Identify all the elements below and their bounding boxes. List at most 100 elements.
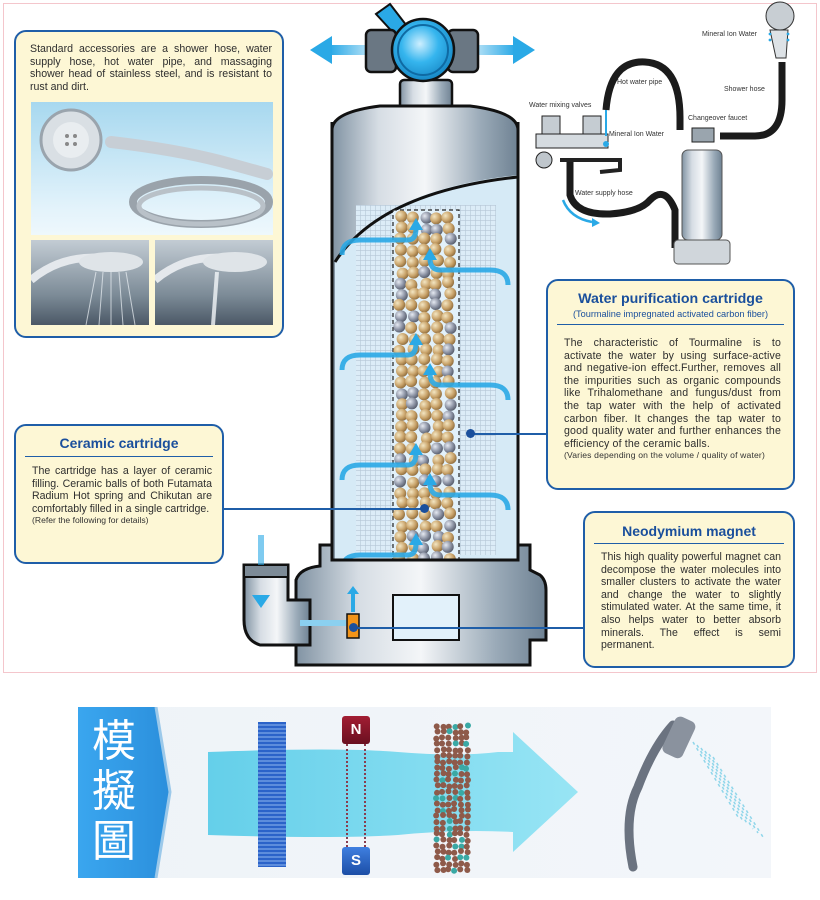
banner-ball: [434, 807, 441, 814]
spray-line: [692, 741, 739, 818]
ceramic-ball: [430, 442, 443, 455]
banner-ball: [439, 843, 446, 850]
ceramic-ball: [431, 321, 444, 334]
installation-diagram: [535, 1, 795, 265]
banner-ball: [433, 842, 440, 849]
banner-ball: [464, 813, 471, 820]
banner-ball: [452, 855, 459, 862]
banner-ball: [439, 801, 446, 808]
spray-line: [700, 747, 749, 826]
banner-ball: [457, 818, 464, 825]
simulation-banner: 模擬圖 N S: [78, 707, 771, 878]
flow-arrow-head: [423, 473, 437, 485]
ceramic-ball: [432, 332, 445, 345]
ceramic-ball: [419, 399, 432, 412]
ceramic-ball: [441, 365, 454, 378]
banner-ball: [433, 800, 440, 807]
banner-ball: [457, 723, 464, 730]
magnet-field-lines: [346, 744, 366, 847]
banner-ball: [451, 836, 458, 843]
banner-ball: [451, 849, 458, 856]
ceramic-ball: [441, 531, 454, 544]
ceramic-ball: [429, 497, 442, 510]
leader-dot-purification: [466, 429, 475, 438]
outflow-arrow-left: [310, 36, 390, 64]
banner-ball: [458, 807, 465, 814]
ceramic-ball: [394, 430, 407, 443]
banner-ball: [452, 818, 459, 825]
banner-ball: [440, 723, 447, 730]
banner-ball: [452, 764, 459, 771]
flow-arrow-head: [409, 333, 423, 345]
ceramic-ball: [444, 507, 457, 520]
banner-ball: [463, 740, 470, 747]
label-water-mixing-valves: Water mixing valves: [529, 102, 592, 109]
divider: [594, 543, 784, 544]
ceramic-ball: [444, 519, 457, 532]
banner-ball: [458, 770, 465, 777]
ceramic-ball: [406, 507, 419, 520]
ceramic-callout: Ceramic cartridge The cartridge has a la…: [14, 424, 224, 564]
banner-ball: [458, 836, 465, 843]
banner-ball: [464, 789, 471, 796]
ceramic-ball: [394, 475, 407, 488]
banner-ball: [457, 783, 464, 790]
ceramic-ball: [431, 309, 444, 322]
banner-ball: [446, 818, 453, 825]
banner-ball: [452, 861, 459, 868]
ceramic-ball: [395, 210, 408, 223]
banner-ball: [445, 866, 452, 873]
ceramic-ball: [396, 398, 409, 411]
ceramic-ball: [395, 364, 408, 377]
shower-head-stage: [624, 716, 764, 872]
banner-ball: [446, 861, 453, 868]
ceramic-ball: [395, 221, 408, 234]
ceramic-ball: [417, 243, 430, 256]
ceramic-ball: [418, 266, 431, 279]
ceramic-ball: [419, 529, 432, 542]
ceramic-ball: [406, 256, 419, 269]
divider: [557, 324, 784, 325]
ceramic-ball: [405, 321, 418, 334]
ceramic-ball: [432, 454, 445, 467]
leader-dot-magnet: [349, 623, 358, 632]
banner-ball: [440, 770, 447, 777]
banner-ball: [451, 783, 458, 790]
flow-arrow-head: [409, 533, 423, 545]
magnet-body: This high quality powerful magnet can de…: [601, 551, 781, 652]
banner-ball: [433, 723, 440, 730]
ceramic-ball: [432, 530, 445, 543]
banner-ball: [434, 854, 441, 861]
label-mineral-ion-mid: Mineral Ion Water: [609, 131, 664, 138]
ceramic-ball: [407, 365, 420, 378]
banner-ball: [464, 776, 471, 783]
accessories-text: Standard accessories are a shower hose, …: [30, 43, 272, 93]
ceramic-ball: [442, 410, 455, 423]
banner-ball: [434, 747, 441, 754]
shower-spray-wide-photo: [28, 240, 149, 326]
banner-ball: [439, 734, 446, 741]
ceramic-text: The cartridge has a layer of ceramic fil…: [32, 465, 212, 526]
ceramic-ball: [408, 310, 421, 323]
banner-ball: [433, 861, 440, 868]
flow-arrow: [427, 482, 511, 511]
ceramic-ball: [405, 431, 418, 444]
banner-ball: [439, 777, 446, 784]
banner-ball: [434, 789, 441, 796]
ceramic-ball: [442, 276, 455, 289]
ceramic-ball: [430, 233, 443, 246]
banner-ball: [445, 849, 452, 856]
ceramic-ball: [407, 487, 420, 500]
banner-ball: [464, 747, 471, 754]
banner-ball: [464, 794, 471, 801]
ceramic-ball: [395, 289, 408, 302]
ceramic-ball: [394, 255, 407, 268]
purification-text: The characteristic of Tourmaline is to a…: [564, 337, 781, 461]
ceramic-ball: [444, 321, 457, 334]
banner-ball: [451, 759, 458, 766]
ceramic-ball: [441, 299, 454, 312]
banner-ball: [446, 746, 453, 753]
label-shower-hose: Shower hose: [724, 86, 765, 93]
label-water-supply-hose: Water supply hose: [575, 190, 633, 197]
banner-ball: [464, 849, 471, 856]
